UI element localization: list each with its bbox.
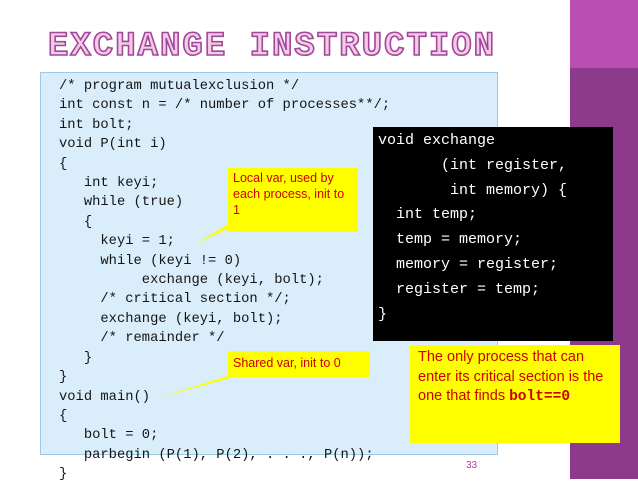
exchange-function-code: void exchange (int register, int memory)… <box>378 132 568 323</box>
critical-section-callout-text: The only process that can enter its crit… <box>418 349 604 404</box>
mutual-exclusion-code: /* program mutualexclusion */ int const … <box>59 79 391 483</box>
critical-section-callout: The only process that can enter its crit… <box>410 345 620 443</box>
shared-var-callout: Shared var, init to 0 <box>228 351 370 377</box>
accent-corner-tile <box>570 0 638 68</box>
bolt-condition-code: bolt==0 <box>509 389 571 405</box>
exchange-function-code-panel: void exchange (int register, int memory)… <box>373 127 613 341</box>
shared-var-pointer <box>158 372 252 398</box>
local-var-callout: Local var, used by each process, init to… <box>228 168 358 232</box>
page-number: 33 <box>466 460 478 471</box>
slide-title: EXCHANGE INSTRUCTION <box>47 27 497 67</box>
